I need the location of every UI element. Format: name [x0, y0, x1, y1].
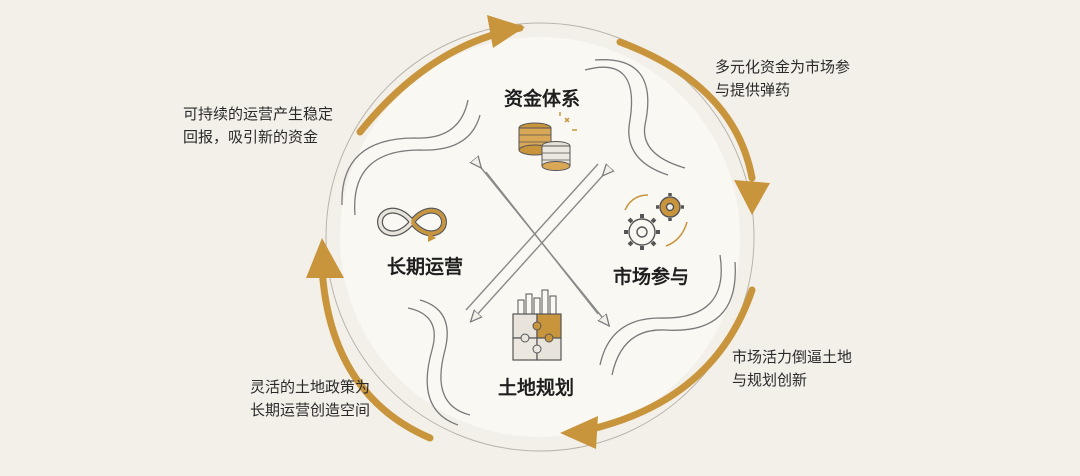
- gray-swirl-arrows: [341, 59, 736, 426]
- swirl-bottom-left: [419, 299, 471, 416]
- note-bottom-right-line-1: 市场活力倒逼土地: [732, 348, 853, 366]
- note-bottom-left: 灵活的土地政策为 长期运营创造空间: [250, 376, 370, 422]
- gold-arrowhead-top: [487, 15, 525, 48]
- note-top-right-line-1: 多元化资金为市场参: [715, 58, 851, 76]
- note-top-right: 多元化资金为市场参 与提供弹药: [715, 56, 850, 102]
- swirl-top-right: [584, 66, 669, 176]
- node-label-capital-system: 资金体系: [503, 88, 581, 110]
- note-bottom-left-line-2: 长期运营创造空间: [250, 401, 371, 419]
- infinity-loop-icon: [376, 207, 448, 242]
- node-label-long-term-operation: 长期运营: [386, 256, 464, 278]
- gold-arrowhead-left: [306, 238, 344, 278]
- gold-arrowheads: [306, 15, 770, 449]
- swirl-right-bottom: [599, 254, 722, 366]
- swirl-left-top-outer: [341, 99, 469, 206]
- swirl-left-top: [354, 114, 481, 216]
- note-top-left-line-2: 回报，吸引新的资金: [183, 128, 319, 146]
- swirl-top-right-outer: [594, 59, 686, 169]
- swirl-right-bottom-outer: [611, 261, 736, 376]
- note-top-left: 可持续的运营产生稳定 回报，吸引新的资金: [183, 103, 333, 149]
- swirl-bottom-left-outer: [407, 307, 459, 426]
- note-top-left-line-1: 可持续的运营产生稳定: [183, 105, 334, 123]
- gold-arrow-left: [318, 264, 434, 442]
- note-bottom-right: 市场活力倒逼土地 与规划创新: [732, 346, 852, 392]
- gold-arrow-bottom: [584, 286, 756, 434]
- gold-arrowhead-bottom: [560, 416, 598, 449]
- center-cross-arrows: [465, 164, 606, 322]
- note-top-right-line-2: 与提供弹药: [715, 81, 791, 99]
- note-bottom-left-line-1: 灵活的土地政策为: [250, 378, 371, 396]
- gold-arrow-right: [616, 38, 756, 182]
- node-label-market-participation: 市场参与: [612, 266, 690, 288]
- gears-icon: [624, 193, 688, 250]
- stacked-coins-icon: [518, 112, 577, 171]
- puzzle-city-icon: [512, 289, 562, 361]
- node-label-land-planning: 土地规划: [497, 377, 575, 399]
- note-bottom-right-line-2: 与规划创新: [732, 371, 808, 389]
- outer-ring: [325, 22, 755, 452]
- gold-arrowhead-right: [734, 180, 770, 215]
